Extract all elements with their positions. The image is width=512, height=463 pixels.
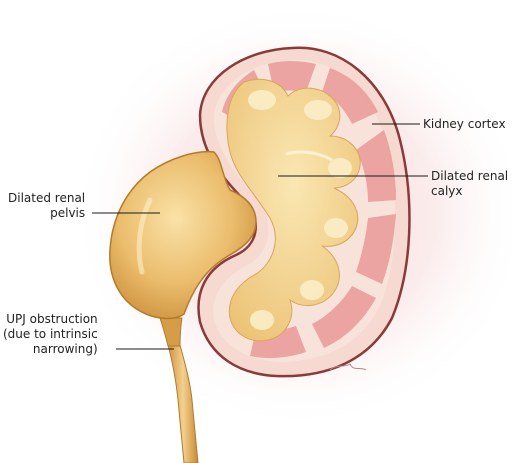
label-dilated-pelvis: Dilated renal pelvis	[8, 191, 85, 221]
label-kidney-cortex: Kidney cortex	[423, 117, 506, 132]
label-upj-obstruction: UPJ obstruction (due to intrinsic narrow…	[3, 312, 98, 357]
label-dilated-calyx: Dilated renal calyx	[431, 169, 508, 199]
